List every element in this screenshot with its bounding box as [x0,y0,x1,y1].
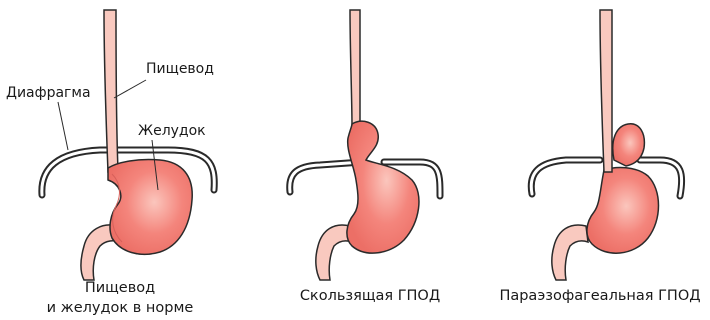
caption-paraesophageal: Параэзофагеальная ГПОД [490,286,710,306]
stomach-paraesophageal [587,168,659,254]
esophagus-tube [350,10,360,126]
panel-normal [42,10,214,280]
panel-sliding [290,10,440,280]
label-diaphragm: Диафрагма [6,84,91,102]
esophagus-tube [600,10,612,172]
panel-paraesophageal [531,10,681,280]
caption-normal-line1: Пищевод [20,278,220,298]
label-esophagus: Пищевод [146,60,214,78]
caption-normal-line2: и желудок в норме [20,298,220,318]
pointer-line-diaphragm [58,102,68,150]
caption-normal: Пищевод и желудок в норме [20,278,220,318]
duodenum [552,225,588,280]
caption-sliding: Скользящая ГПОД [280,286,460,306]
stomach-sliding [347,121,419,253]
label-stomach: Желудок [138,122,206,140]
pointer-line-esophagus [114,80,146,98]
